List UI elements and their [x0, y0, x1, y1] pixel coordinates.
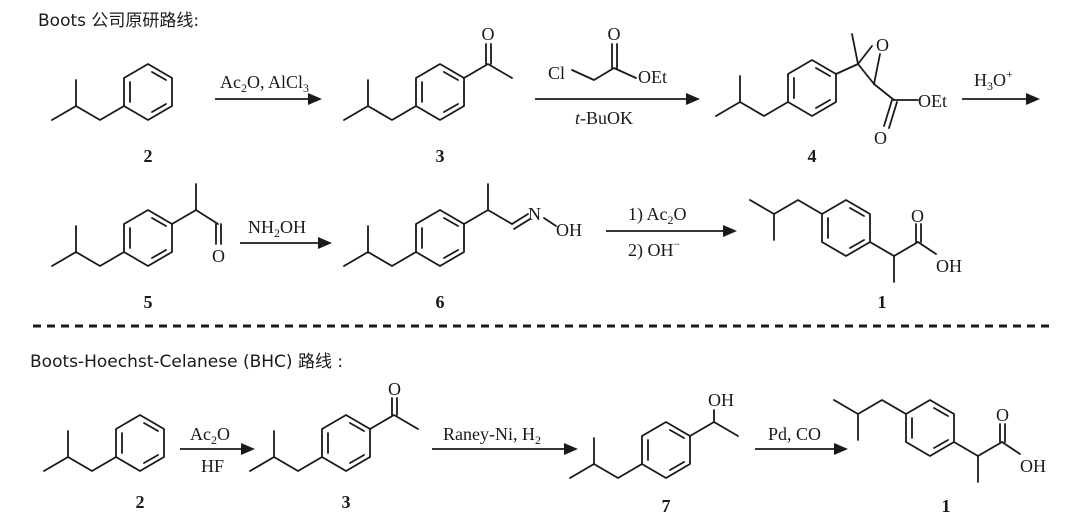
compound-5-structure	[51, 183, 222, 267]
step5-line1: 1) Ac2O	[628, 204, 687, 227]
compound-label-4: 4	[808, 146, 817, 166]
oxime-nitrogen: N	[528, 204, 541, 224]
reagent-cl: Cl	[548, 63, 565, 83]
compound-1-structure-route2	[833, 399, 1021, 483]
reaction-arrow-5	[606, 225, 737, 237]
r2-step1-above: Ac2O	[190, 424, 230, 447]
reagent-carbonyl-o: O	[608, 24, 621, 44]
compound-label-7: 7	[662, 496, 671, 516]
step5-line2: 2) OH−	[628, 237, 681, 261]
r2-step3-reagent: Pd, CO	[768, 424, 821, 444]
compound-1-structure-route1	[749, 199, 937, 283]
reaction-arrow-1	[215, 93, 322, 105]
step3-reagent: H3O+	[974, 67, 1013, 93]
route2-header: Boots-Hoechst-Celanese (BHC) 路线 :	[30, 352, 343, 372]
compound-2-structure	[51, 63, 173, 121]
reaction-arrow-4	[240, 237, 332, 249]
reaction-arrow-2	[535, 93, 700, 105]
ketone-oxygen: O	[482, 24, 495, 44]
r2-acid-hydroxyl: OH	[1020, 456, 1046, 476]
compound-label-1-route2: 1	[942, 496, 951, 516]
r2-alcohol-oh: OH	[708, 390, 734, 410]
step2-base: t-BuOK	[575, 108, 633, 128]
aldehyde-oxygen: O	[212, 246, 225, 266]
reaction-arrow-r2-3	[755, 443, 848, 455]
compound-2-structure-route2	[43, 414, 165, 472]
compound-label-3-route2: 3	[342, 492, 351, 512]
reaction-arrow-r2-2	[432, 443, 578, 455]
step1-reagent: Ac2O, AlCl3	[220, 72, 309, 95]
r2-acid-carbonyl-oxygen: O	[996, 405, 1009, 425]
acid-hydroxyl: OH	[936, 256, 962, 276]
compound-3-structure-route2	[249, 397, 419, 472]
r2-step2-reagent: Raney-Ni, H2	[443, 424, 541, 447]
ester-oet: OEt	[918, 91, 947, 111]
route1-header: Boots 公司原研路线:	[38, 11, 199, 31]
oxime-hydroxyl: OH	[556, 220, 582, 240]
compound-label-2: 2	[144, 146, 153, 166]
reaction-arrow-3	[962, 93, 1040, 105]
reaction-arrow-r2-1	[180, 443, 255, 455]
acid-carbonyl-oxygen: O	[911, 206, 924, 226]
compound-label-5: 5	[144, 292, 153, 312]
compound-label-1: 1	[878, 292, 887, 312]
compound-4-structure	[715, 33, 919, 129]
r2-ketone-oxygen: O	[388, 379, 401, 399]
step4-reagent: NH2OH	[248, 217, 306, 240]
compound-label-6: 6	[436, 292, 445, 312]
compound-3-structure	[343, 43, 513, 121]
ethyl-chloroacetate-reagent	[571, 43, 637, 81]
reagent-oet: OEt	[638, 67, 667, 87]
compound-7-structure	[569, 409, 739, 479]
compound-6-structure	[343, 183, 557, 267]
epoxide-oxygen: O	[876, 35, 889, 55]
r2-step1-below: HF	[201, 456, 224, 476]
compound-label-3: 3	[436, 146, 445, 166]
ester-carbonyl-oxygen: O	[874, 128, 887, 148]
compound-label-2-route2: 2	[136, 492, 145, 512]
